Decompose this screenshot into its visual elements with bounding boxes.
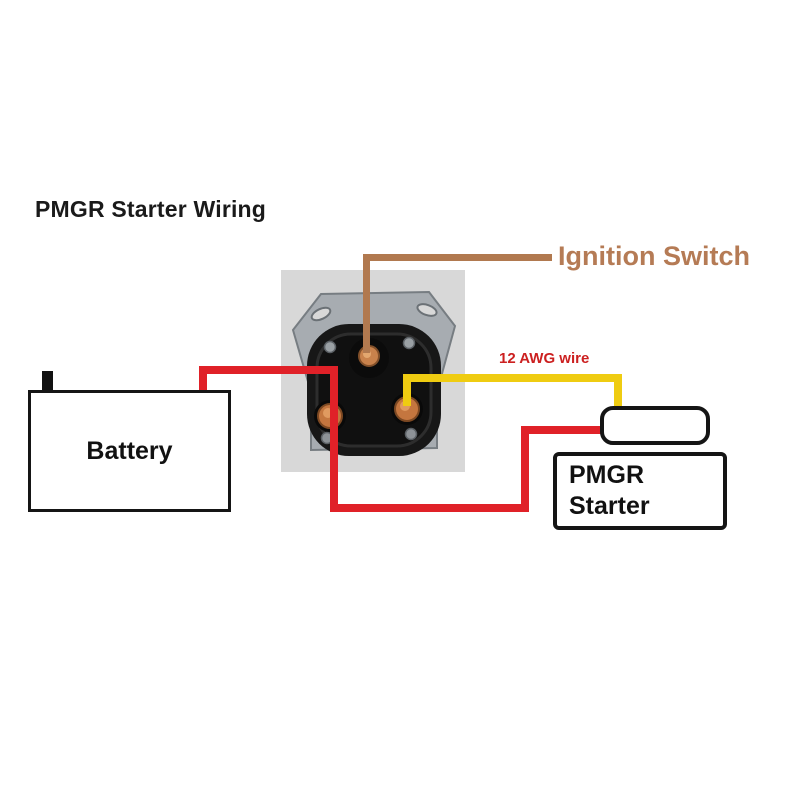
- screw-icon: [323, 340, 337, 354]
- awg-wire-horizontal: [403, 374, 622, 382]
- battery-negative-post: [42, 371, 53, 393]
- awg-wire-stub: [403, 378, 411, 406]
- battery-box: Battery: [28, 390, 231, 512]
- battery-cable-down-run: [330, 366, 338, 512]
- bracket-hole-right: [416, 303, 438, 317]
- starter-label-line1: PMGR: [569, 461, 644, 489]
- solenoid-photo: [281, 270, 465, 472]
- battery-cable-post-stub: [199, 366, 207, 394]
- starter-cable-terminal-run: [521, 426, 604, 434]
- starter-cable-up-run: [521, 430, 529, 512]
- awg-wire-vertical: [614, 374, 622, 412]
- ignition-switch-label: Ignition Switch: [558, 241, 750, 271]
- awg-wire-label: 12 AWG wire: [499, 350, 590, 367]
- bracket-hole-left: [310, 306, 332, 322]
- solenoid-illustration: [281, 270, 465, 472]
- screw-icon: [402, 336, 416, 350]
- diagram-title: PMGR Starter Wiring: [35, 196, 267, 222]
- starter-cable-bottom-run: [330, 504, 529, 512]
- starter-solenoid-terminal: [600, 406, 710, 445]
- screw-icon: [404, 427, 418, 441]
- starter-label-line2: Starter: [569, 491, 650, 520]
- battery-cable-top-run: [199, 366, 338, 374]
- ignition-wire-horizontal: [363, 254, 552, 261]
- ignition-wire-vertical: [363, 254, 370, 353]
- battery-label: Battery: [86, 436, 173, 465]
- pmgr-starter-box: PMGR Starter: [553, 452, 727, 530]
